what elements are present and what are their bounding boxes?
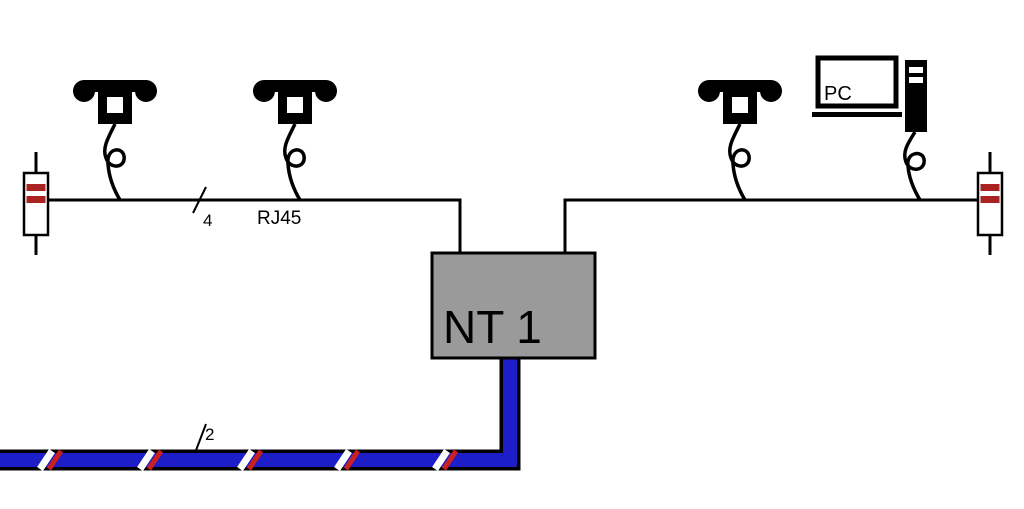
cable-stripe xyxy=(137,449,164,471)
terminator-body xyxy=(976,171,1004,237)
monitor xyxy=(815,55,899,109)
cable-stripe-red xyxy=(246,449,264,471)
drop-cable-hook xyxy=(102,123,126,201)
cable-stripe-white xyxy=(237,449,255,471)
u-interface-cable xyxy=(0,358,521,471)
cable-stripe xyxy=(237,449,264,471)
drop-cable-hook xyxy=(902,131,926,201)
cable-stripe-white xyxy=(137,449,155,471)
wire-count-2-slash xyxy=(194,423,207,454)
cable-stripe-red xyxy=(343,449,361,471)
cable-core xyxy=(0,358,517,467)
tower-slot xyxy=(909,67,923,73)
drop-cable-hook xyxy=(727,123,751,201)
wire-count-4-label: 4 xyxy=(203,211,212,230)
cable-stripe-red xyxy=(146,449,164,471)
cable-stripe xyxy=(37,449,64,471)
monitor-base xyxy=(812,112,902,117)
s-bus-line xyxy=(36,198,990,253)
phone-dial xyxy=(287,97,303,113)
pc-icon: PC xyxy=(812,55,927,201)
cable-stripe xyxy=(334,449,361,471)
u-cable-annotation: 2 xyxy=(194,423,214,454)
cable-stripe-red xyxy=(441,449,459,471)
s-bus-right-segment xyxy=(563,198,990,253)
bus-terminator-right xyxy=(976,152,1004,255)
rj45-label: RJ45 xyxy=(257,208,301,229)
wire-count-2-label: 2 xyxy=(205,425,214,444)
nt1-box: NT 1 xyxy=(430,251,597,360)
wire-count-4-slash xyxy=(192,186,207,214)
telephone-icon xyxy=(73,80,157,201)
telephone-icon xyxy=(253,80,337,201)
terminator-body xyxy=(22,171,50,237)
phone-dial xyxy=(107,97,123,113)
cable-outline xyxy=(0,358,521,471)
bus-terminator-left xyxy=(22,152,50,255)
terminator-stripe xyxy=(980,184,1000,191)
s-bus-left-segment xyxy=(36,198,462,253)
nt1-body xyxy=(430,251,597,360)
telephone-icon xyxy=(698,80,782,201)
cable-stripe-red xyxy=(46,449,64,471)
terminator-stripe xyxy=(980,196,1000,203)
nt1-label: NT 1 xyxy=(443,301,542,353)
pc-label: PC xyxy=(824,83,852,105)
cable-stripe xyxy=(432,449,459,471)
cable-stripe-white xyxy=(37,449,55,471)
phone-dial xyxy=(732,97,748,113)
s-bus-annotation: 4 RJ45 xyxy=(192,186,301,230)
cable-stripe-white xyxy=(432,449,450,471)
terminator-stripe xyxy=(26,196,46,203)
cable-stripe-white xyxy=(334,449,352,471)
drop-cable-hook xyxy=(282,123,306,201)
terminator-stripe xyxy=(26,184,46,191)
tower-slot xyxy=(909,77,923,83)
